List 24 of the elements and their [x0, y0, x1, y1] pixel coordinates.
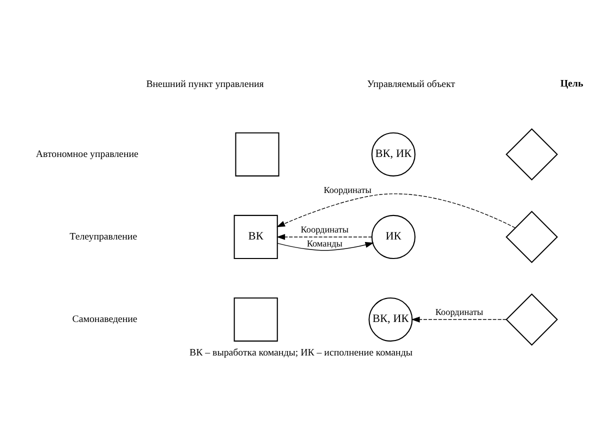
arrow — [276, 234, 372, 240]
edge-label: Координаты — [435, 306, 484, 316]
arrow — [411, 316, 507, 322]
edge-label: Координаты — [300, 224, 348, 234]
label: Цель — [560, 78, 584, 89]
node-diamond — [506, 292, 558, 346]
edge-label: Координаты — [324, 184, 372, 195]
node-circle: ВК, ИК — [368, 296, 413, 342]
caption: ВК – выработка команды; ИК – исполнение команды — [189, 347, 413, 358]
node-box — [235, 132, 280, 176]
edge-label: Команды — [306, 238, 342, 248]
node-circle: ИК — [371, 214, 416, 259]
label: Управляемый объект — [367, 78, 456, 90]
label: Автономное управление — [36, 148, 138, 160]
node-diamond — [506, 128, 558, 180]
node-box: ВК — [234, 214, 278, 259]
node-circle: ВК, ИК — [371, 132, 416, 176]
node-box — [234, 296, 278, 342]
label: Телеуправление — [70, 231, 138, 242]
arrow — [277, 241, 374, 250]
label: Внешний пункт управления — [146, 78, 264, 90]
label: Самонаведение — [72, 314, 138, 325]
node-diamond — [506, 210, 558, 263]
arrow — [276, 193, 516, 228]
